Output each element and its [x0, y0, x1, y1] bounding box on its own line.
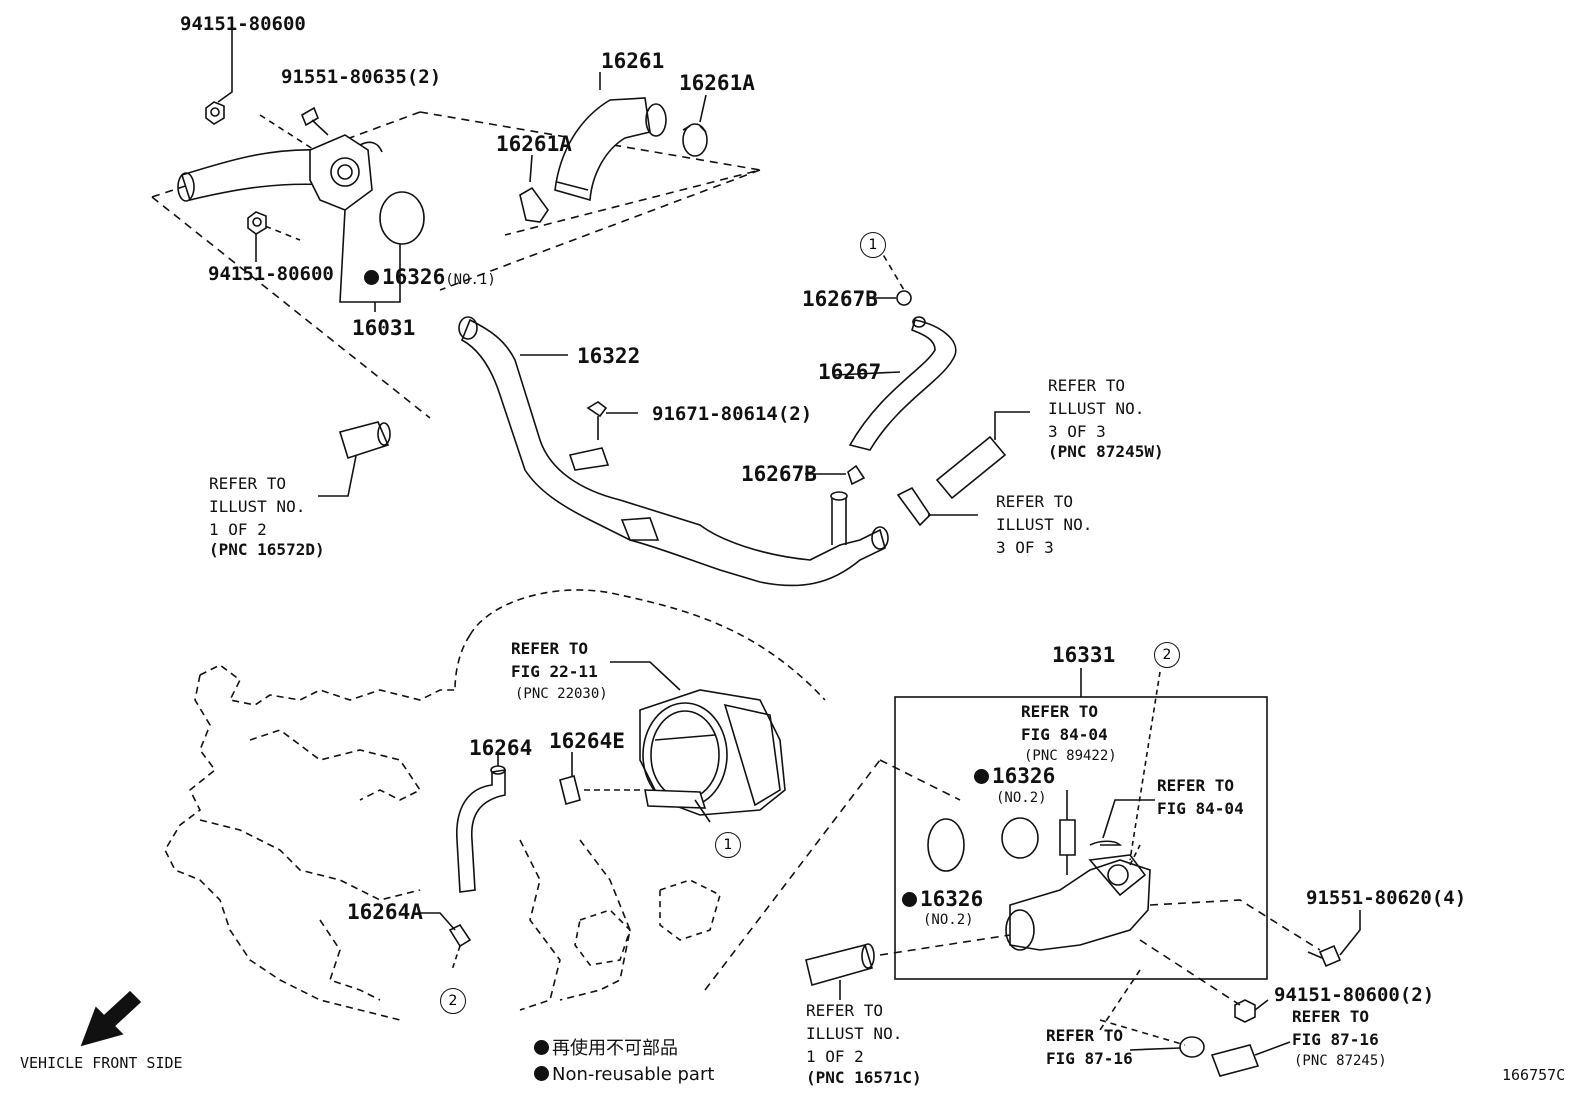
- callout-2-box: 2: [1154, 642, 1180, 668]
- part-94151-80600-bottom: 94151-80600(2): [1274, 984, 1435, 1006]
- part-16326-no2-b: 16326: [902, 889, 983, 910]
- part-16261: 16261: [601, 49, 665, 73]
- ref-fig-84-04-box-pnc: (PNC 89422): [1024, 748, 1117, 764]
- ref-illust-1of2-bottom-pnc: (PNC 16571C): [806, 1068, 922, 1087]
- callout-2-bottom: 2: [440, 988, 466, 1014]
- part-16326-no1: 16326(NO.1): [364, 267, 496, 288]
- part-16326-no2-a: 16326: [974, 766, 1055, 787]
- part-16322: 16322: [577, 344, 641, 368]
- pipe-16322: [458, 316, 889, 587]
- ref-illust-1of2-bottom: REFER TO ILLUST NO. 1 OF 2: [806, 1001, 903, 1066]
- ref-fig-87-16-left: REFER TO FIG 87-16: [1046, 1026, 1133, 1068]
- ref-fig-84-04-right: REFER TO FIG 84-04: [1157, 776, 1244, 818]
- legend-en: Non-reusable part: [534, 1066, 714, 1084]
- ref-hoses-top: [318, 411, 1030, 527]
- part-94151-80600-top: 94151-80600: [180, 13, 306, 35]
- part-16264: 16264: [469, 736, 533, 760]
- part-16326-no2-b-suffix: (NO.2): [923, 912, 974, 928]
- ref-fig-84-04-box: REFER TO FIG 84-04: [1021, 702, 1108, 744]
- part-16261A-right: 16261A: [679, 71, 755, 95]
- part-94151-80600-mid: 94151-80600: [208, 263, 334, 285]
- ref-illust-3of3-top-pnc: (PNC 87245W): [1048, 442, 1164, 461]
- part-16331: 16331: [1052, 643, 1116, 667]
- hose-16261: [519, 72, 708, 223]
- ref-illust-3of3-top: REFER TO ILLUST NO. 3 OF 3: [1048, 376, 1145, 441]
- legend-jp: 再使用不可部品: [534, 1040, 678, 1058]
- non-reusable-dot-icon: [974, 769, 989, 784]
- ref-illust-1of2-top: REFER TO ILLUST NO. 1 OF 2: [209, 474, 306, 539]
- callout-1-throttle: 1: [715, 832, 741, 858]
- water-inlet-group: [151, 30, 761, 419]
- ref-fig-87-16-right-pnc: (PNC 87245): [1294, 1053, 1387, 1069]
- water-outlet-box: [805, 668, 1361, 1077]
- part-16267: 16267: [818, 360, 882, 384]
- ref-illust-3of3-mid: REFER TO ILLUST NO. 3 OF 3: [996, 492, 1093, 557]
- part-91551-80620: 91551-80620(4): [1306, 887, 1467, 909]
- callout-1-top: 1: [860, 232, 886, 258]
- ref-fig-22-11-pnc: (PNC 22030): [515, 686, 608, 702]
- part-16267B-top: 16267B: [802, 287, 878, 311]
- vehicle-front-arrow-shape: [80, 990, 142, 1047]
- non-reusable-dot-icon: [364, 270, 379, 285]
- engine-outline: [164, 589, 961, 1021]
- part-16264E: 16264E: [549, 729, 625, 753]
- vehicle-front-label: VEHICLE FRONT SIDE: [20, 1054, 183, 1072]
- throttle-body: [584, 661, 786, 823]
- part-16326-no2-a-suffix: (NO.2): [996, 790, 1047, 806]
- part-16264A: 16264A: [347, 900, 423, 924]
- ref-fig-87-16-right: REFER TO FIG 87-16: [1292, 1007, 1379, 1049]
- part-16031: 16031: [352, 316, 416, 340]
- ref-fig-22-11: REFER TO FIG 22-11: [511, 639, 598, 681]
- part-91551-80635: 91551-80635(2): [281, 66, 442, 88]
- part-16267B-bottom: 16267B: [741, 462, 817, 486]
- legend-dot-icon: [534, 1066, 549, 1081]
- hose-16267: [805, 245, 957, 486]
- part-16261A-left: 16261A: [496, 132, 572, 156]
- figure-code: 166757C: [1502, 1066, 1566, 1084]
- ref-illust-1of2-top-pnc: (PNC 16572D): [209, 540, 325, 559]
- hose-16264: [417, 752, 581, 971]
- legend-dot-icon: [534, 1040, 549, 1055]
- non-reusable-dot-icon: [902, 892, 917, 907]
- part-91671-80614: 91671-80614(2): [652, 403, 813, 425]
